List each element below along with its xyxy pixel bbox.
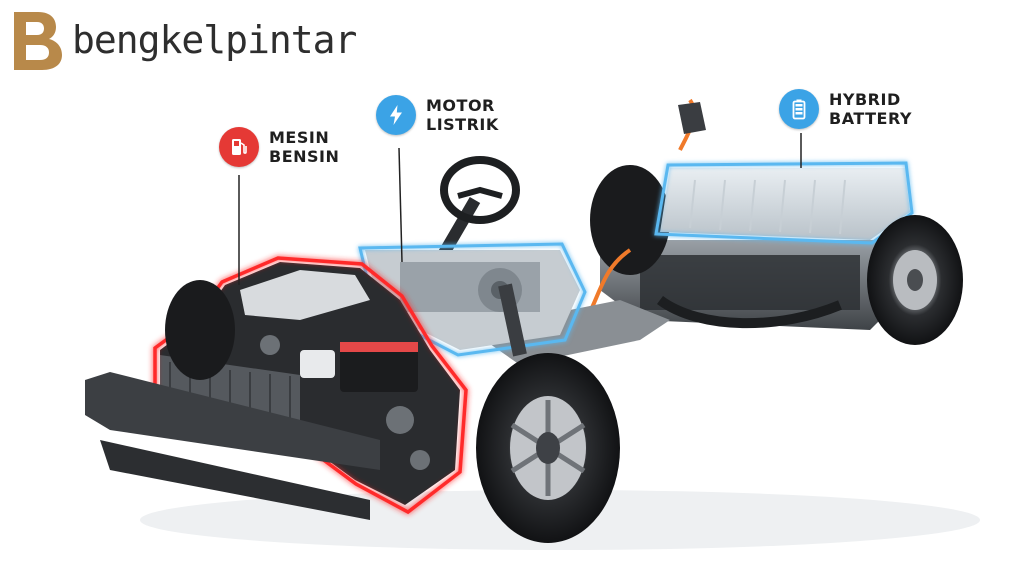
callout-hybrid-battery: HYBRID BATTERY bbox=[779, 89, 912, 129]
label-line1: MOTOR bbox=[426, 96, 495, 115]
brand-name: bengkelpintar bbox=[72, 18, 357, 62]
hybrid-battery-pack bbox=[654, 161, 914, 245]
fuel-pump-icon bbox=[219, 127, 259, 167]
callout-motor-listrik: MOTOR LISTRIK bbox=[376, 95, 499, 135]
bengkelpintar-logo-icon bbox=[14, 12, 62, 70]
callout-label: HYBRID BATTERY bbox=[829, 90, 912, 128]
front-bumper-beam bbox=[85, 372, 380, 520]
motor-leader-line bbox=[398, 147, 403, 263]
brand-logo: bengkelpintar bbox=[8, 8, 357, 72]
rear-left-wheel bbox=[590, 165, 670, 275]
battery-icon bbox=[779, 89, 819, 129]
lightning-bolt-icon bbox=[376, 95, 416, 135]
callout-label: MOTOR LISTRIK bbox=[426, 96, 499, 134]
callout-mesin-bensin: MESIN BENSIN bbox=[219, 127, 339, 167]
label-line1: HYBRID bbox=[829, 90, 901, 109]
engine-highlight-outline bbox=[153, 256, 468, 515]
front-strut bbox=[498, 283, 527, 357]
rear-right-wheel bbox=[867, 215, 963, 345]
label-line1: MESIN bbox=[269, 128, 330, 147]
label-line2: LISTRIK bbox=[426, 115, 499, 134]
cable-connector bbox=[678, 102, 706, 134]
front-right-wheel bbox=[476, 353, 620, 543]
rear-subframe bbox=[600, 240, 900, 330]
label-line2: BATTERY bbox=[829, 109, 912, 128]
steering-wheel bbox=[434, 156, 520, 264]
label-line2: BENSIN bbox=[269, 147, 340, 166]
front-left-wheel bbox=[165, 280, 235, 380]
callout-label: MESIN BENSIN bbox=[269, 128, 339, 166]
